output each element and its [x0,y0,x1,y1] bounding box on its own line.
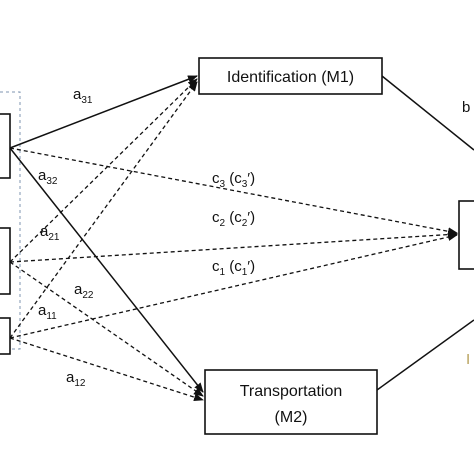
path-a22-arrow [9,261,204,397]
m2-label-line2: (M2) [275,409,308,426]
path-a11-arrow [9,81,198,339]
label-c2: c2 (c2′) [212,209,255,229]
label-a32: a32 [38,167,58,187]
m2-label-line1: Transportation [240,383,343,400]
label-right-partial: I [466,351,470,368]
mediator-box-m1 [198,57,383,95]
outcome-box [458,200,474,270]
path-a32-arrow [9,147,204,393]
path-m1-outcome [381,75,474,151]
path-a21-arrow [9,78,198,263]
label-a22: a22 [74,281,94,301]
label-a11: a11 [38,302,57,322]
label-a31: a31 [73,86,93,106]
label-a21: a21 [40,223,60,243]
label-c3: c3 (c3′) [212,170,255,190]
path-m2-outcome [376,319,474,391]
path-a31-arrow [9,75,198,149]
label-c1: c1 (c1′) [212,258,255,278]
predictor-box-x3 [0,113,11,179]
path-c3-arrow [9,147,458,236]
m1-label: Identification (M1) [227,69,354,86]
path-c2-arrow [9,230,458,263]
predictor-box-x1 [0,317,11,355]
label-a12: a12 [66,369,86,389]
predictor-box-x2 [0,227,11,295]
mediator-box-m2 [204,369,378,435]
path-a12-arrow [9,337,204,402]
label-b-partial: b [462,99,470,116]
